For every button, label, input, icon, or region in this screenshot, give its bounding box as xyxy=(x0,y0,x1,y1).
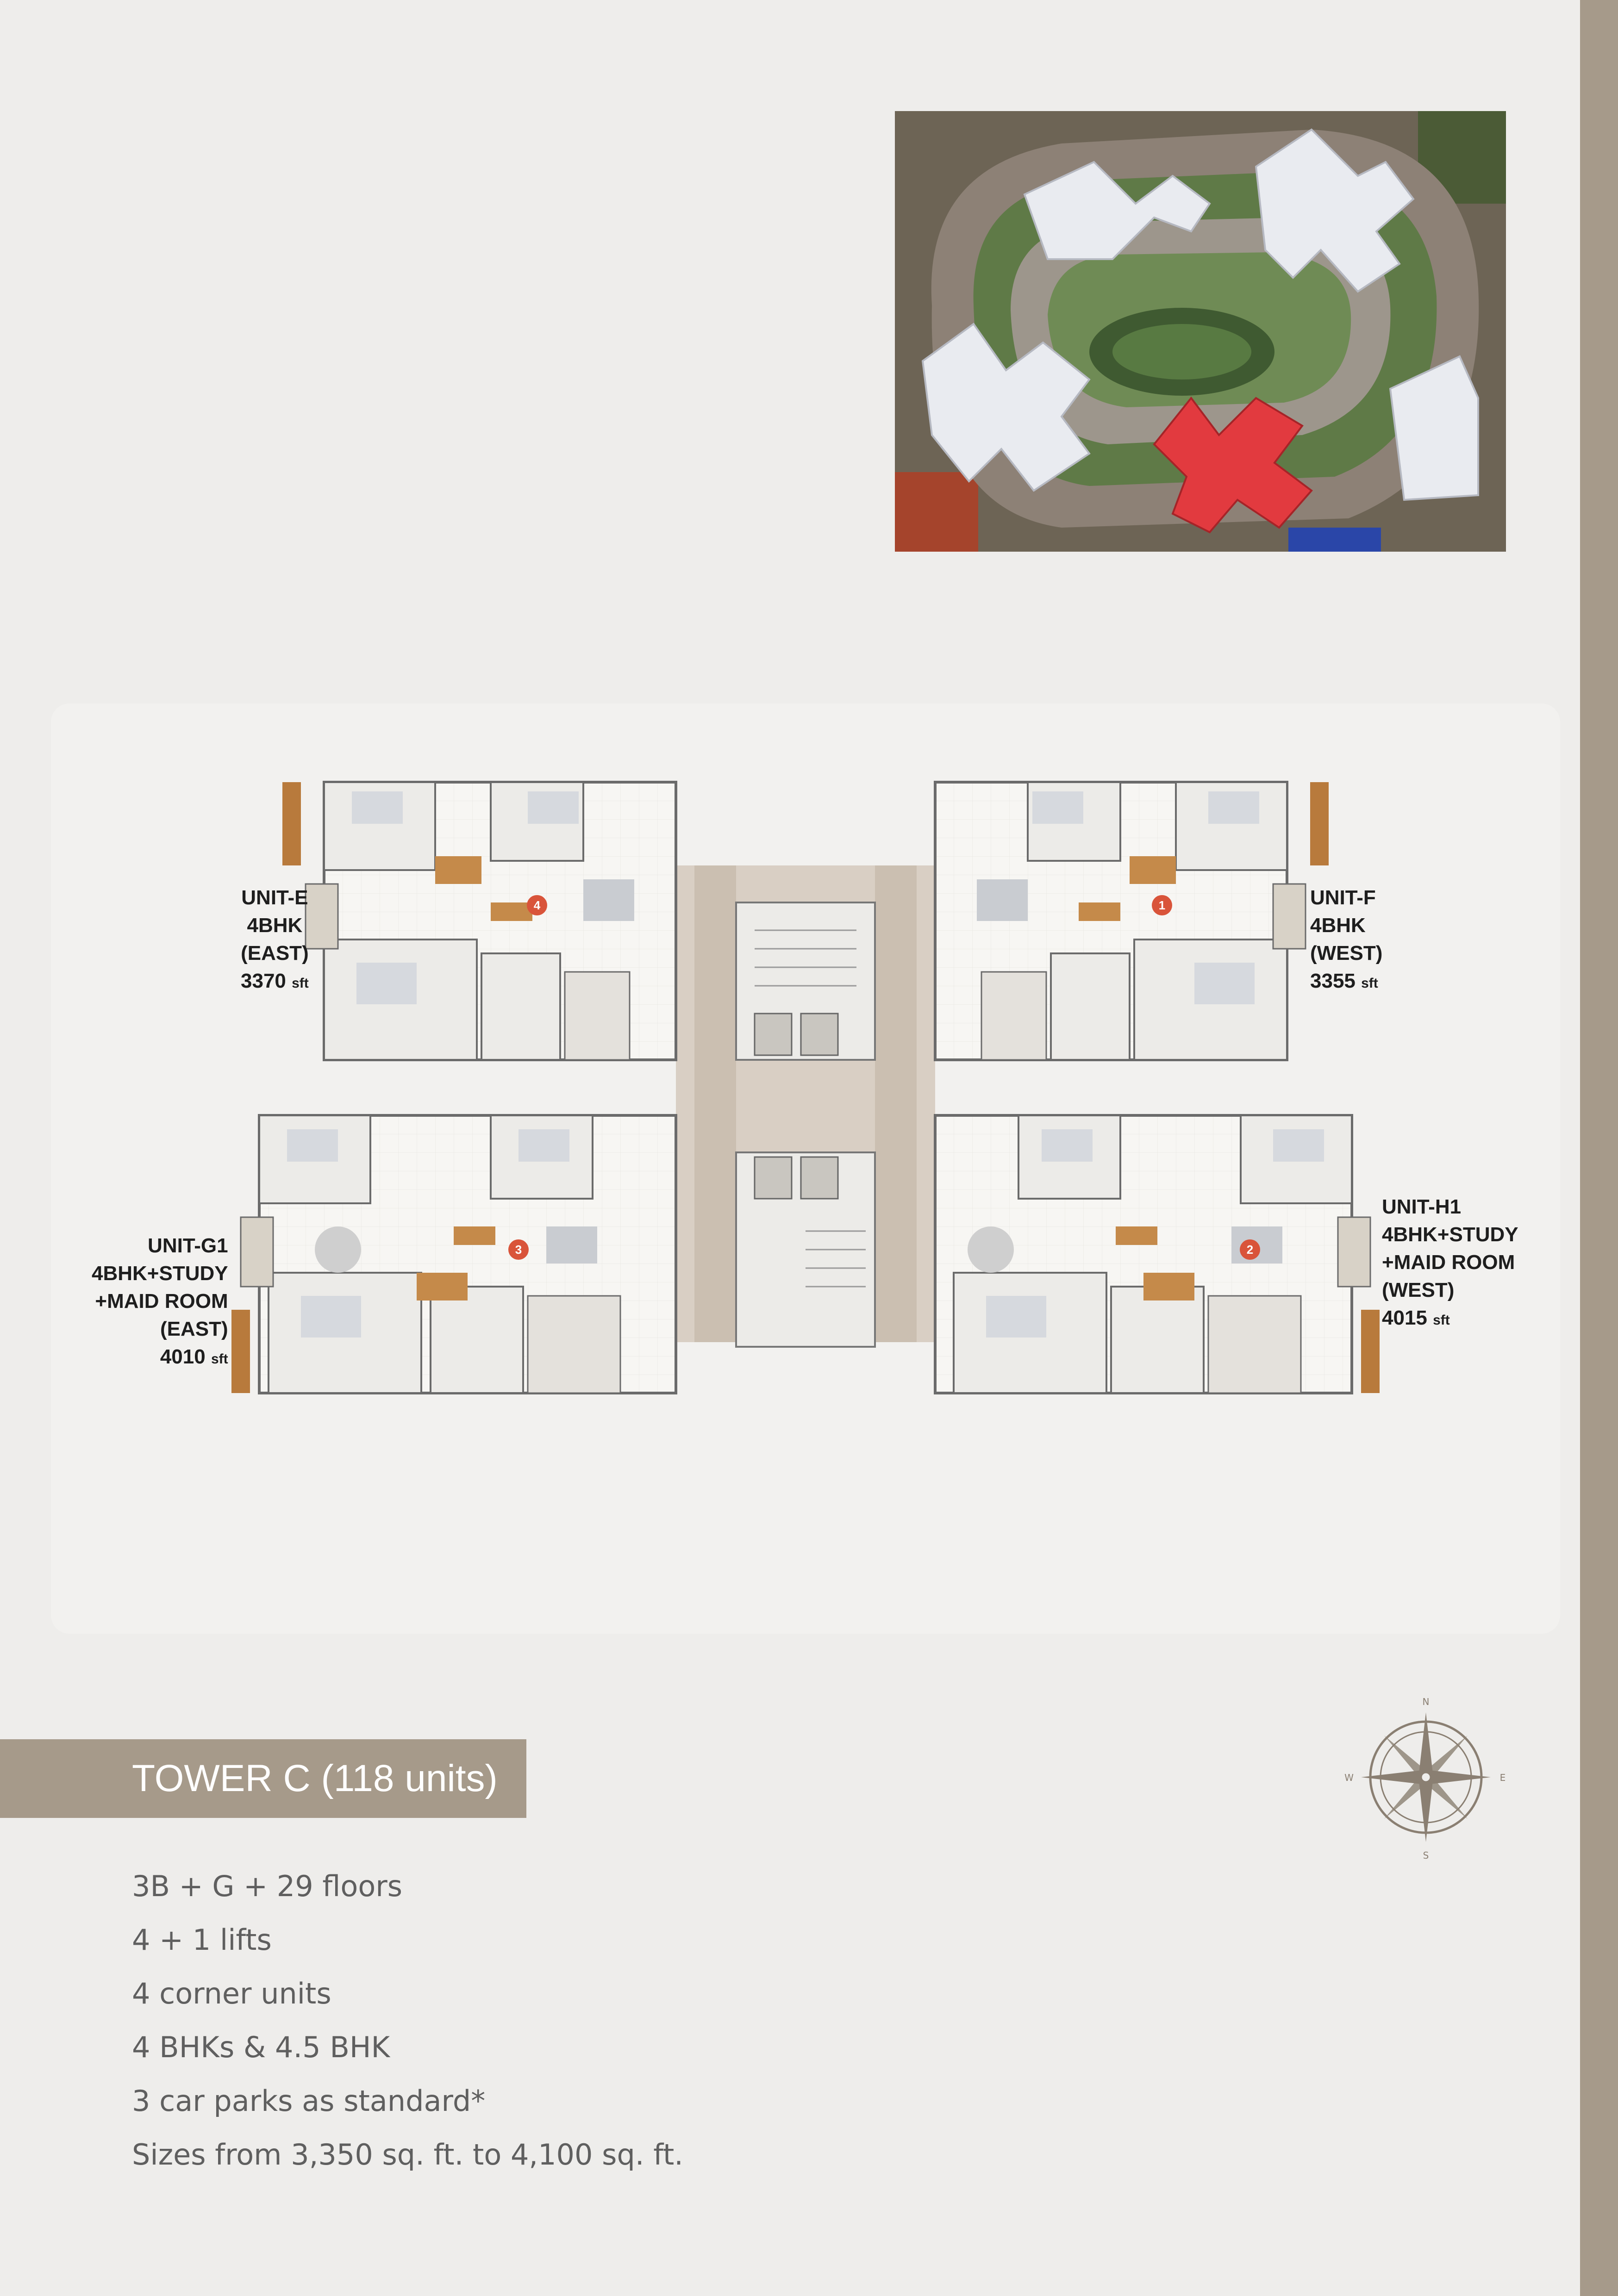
unit-g1-label: UNIT-G1 4BHK+STUDY +MAID ROOM (EAST) 401… xyxy=(92,1234,228,1368)
feature-car-parks: 3 car parks as standard* xyxy=(132,2084,486,2118)
feature-floors: 3B + G + 29 floors xyxy=(132,1869,403,1903)
unit-f-label: UNIT-F 4BHK (WEST) 3355 sft xyxy=(1310,886,1383,992)
feature-bhk-types: 4 BHKs & 4.5 BHK xyxy=(132,2030,390,2064)
unit-h1-label: UNIT-H1 4BHK+STUDY +MAID ROOM (WEST) 401… xyxy=(1382,1195,1518,1329)
unit-marker-h1: 2 xyxy=(1247,1243,1253,1257)
tower-title-banner: TOWER C (118 units) xyxy=(0,1739,526,1818)
unit-marker-f: 1 xyxy=(1159,898,1165,912)
unit-marker-e: 4 xyxy=(534,898,541,912)
compass-w: W xyxy=(1344,1772,1354,1783)
site-plan-image xyxy=(895,111,1506,552)
unit-g1-size: 4010 xyxy=(160,1345,206,1368)
compass-n: N xyxy=(1423,1696,1430,1707)
compass-rose-icon: N E S W xyxy=(1343,1694,1509,1860)
unit-h1-size: 4015 xyxy=(1382,1307,1427,1329)
feature-lifts: 4 + 1 lifts xyxy=(132,1923,272,1957)
right-accent-bar xyxy=(1580,0,1618,2296)
tower-features-list: 3B + G + 29 floors 4 + 1 lifts 4 corner … xyxy=(132,1860,683,2182)
unit-marker-g1: 3 xyxy=(515,1243,522,1257)
tower-title: TOWER C (118 units) xyxy=(132,1757,498,1799)
unit-e-size: 3370 xyxy=(241,970,286,992)
feature-sizes: Sizes from 3,350 sq. ft. to 4,100 sq. ft… xyxy=(132,2138,683,2172)
tower-c-floor-plan: 4 1 3 2 xyxy=(231,764,1380,1425)
compass-s: S xyxy=(1423,1850,1429,1860)
compass-e: E xyxy=(1500,1772,1506,1783)
feature-corner-units: 4 corner units xyxy=(132,1977,331,2010)
unit-f-size: 3355 xyxy=(1310,970,1356,992)
unit-e-label: UNIT-E 4BHK (EAST) 3370 sft xyxy=(241,886,309,992)
